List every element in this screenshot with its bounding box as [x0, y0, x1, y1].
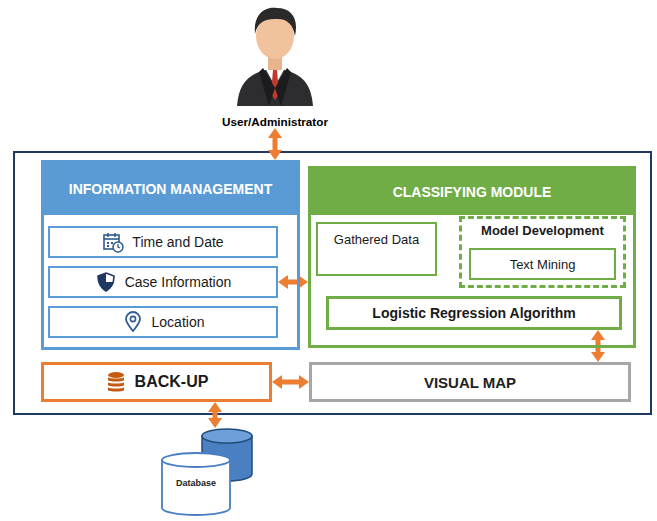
system-outline [14, 152, 651, 414]
module-heading: CLASSIFYING MODULE [311, 169, 633, 215]
node-label: Model Development [481, 223, 604, 238]
module-panel: CLASSIFYING MODULE Gathered Data Model Dev… [308, 166, 636, 348]
node-label: Gathered Data [334, 232, 419, 247]
dashed-group-box: Model DevelopmentText Mining [459, 216, 626, 288]
node-label: Location [152, 314, 205, 330]
connector-arrow [288, 280, 298, 285]
module-panel: INFORMATION MANAGEMENT Time and DateCase … [41, 160, 300, 350]
module-heading: INFORMATION MANAGEMENT [44, 163, 297, 215]
node-label: BACK-UP [135, 373, 209, 391]
icon [158, 428, 258, 518]
process-box: Text Mining [469, 248, 616, 280]
node-label: Logistic Regression Algorithm [372, 305, 575, 321]
info-field-box: Location [48, 306, 278, 338]
database-cylinder: Database [158, 428, 258, 518]
icon [122, 311, 144, 333]
node-label: Time and Date [132, 234, 223, 250]
info-field-box: Time and Date [48, 226, 278, 258]
node-label: Case Information [125, 274, 232, 290]
data-box: Gathered Data [316, 222, 437, 276]
connector-arrow [282, 380, 299, 385]
algorithm-box: Logistic Regression Algorithm [326, 296, 622, 330]
icon [102, 231, 124, 253]
backup-box: BACK-UP [41, 362, 272, 402]
icon [105, 370, 127, 394]
icon [233, 2, 317, 106]
actor: User/Administrator [215, 2, 335, 128]
visual-map-box: VISUAL MAP [309, 362, 631, 402]
node-label: Database [162, 478, 230, 488]
connector-arrow [273, 138, 278, 150]
node-label: VISUAL MAP [424, 374, 516, 391]
connector-arrow [213, 412, 218, 418]
icon [95, 271, 117, 293]
node-label: Text Mining [510, 257, 576, 272]
info-field-box: Case Information [48, 266, 278, 298]
node-label: User/Administrator [215, 115, 335, 128]
